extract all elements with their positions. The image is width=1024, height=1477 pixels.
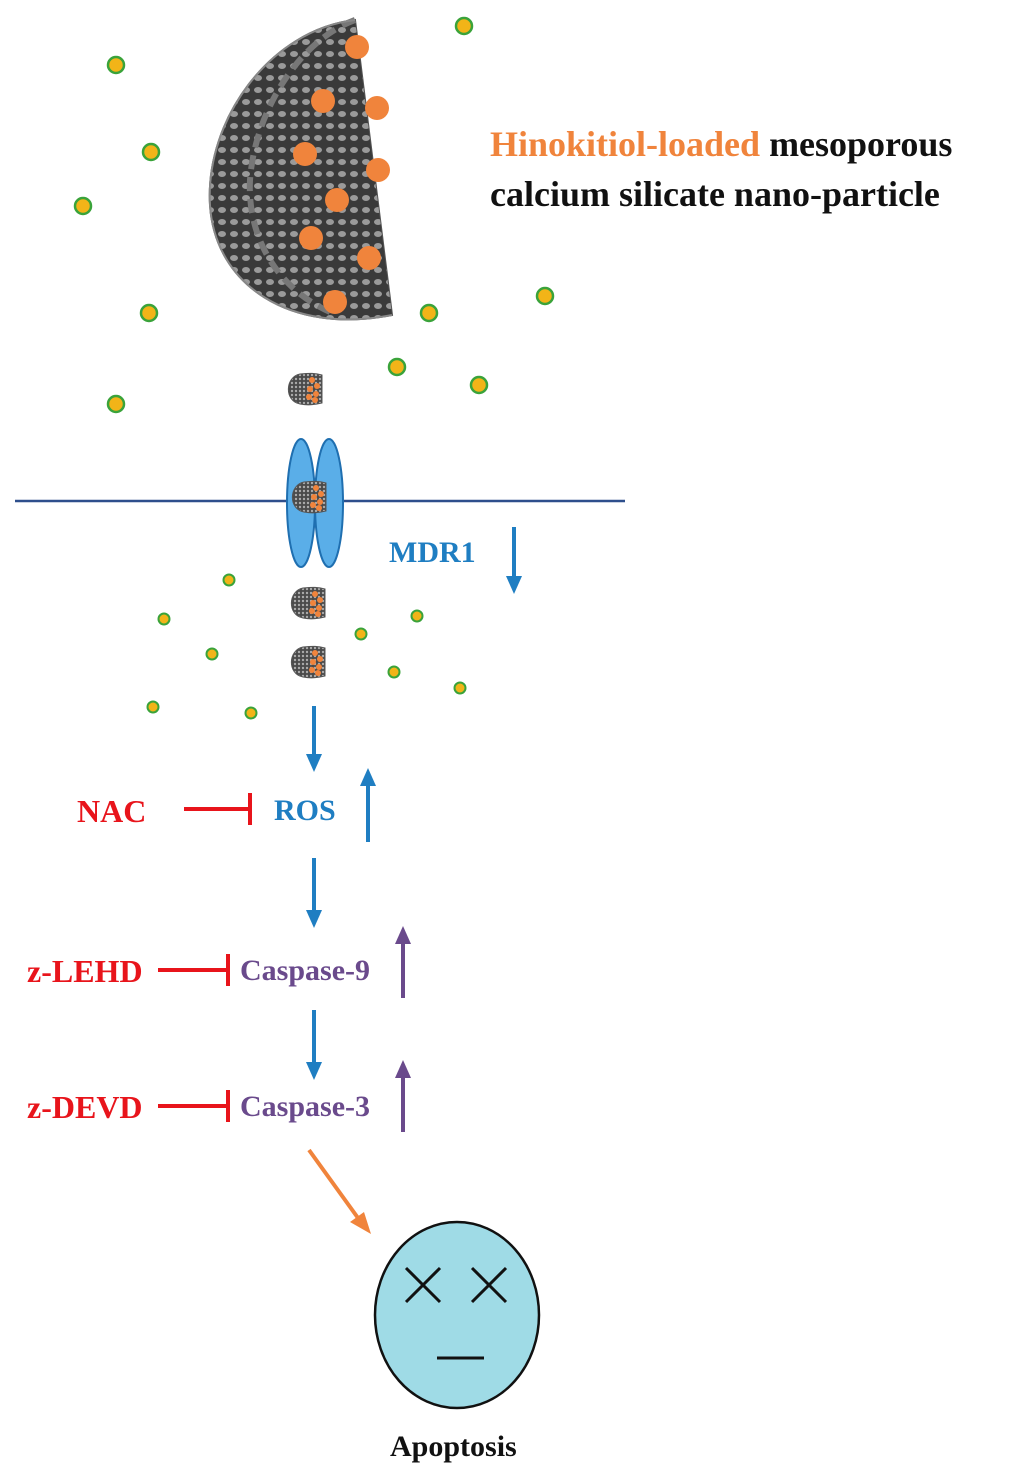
nac-inhibition-line xyxy=(184,793,252,825)
arrow-to-caspase3 xyxy=(306,1010,322,1080)
title-highlight: Hinokitiol-loaded xyxy=(490,124,761,164)
nanoparticle-small-in-channel xyxy=(291,480,327,514)
intracellular-hinokitiol-dots xyxy=(146,573,467,720)
z-lehd-inhibition-line xyxy=(158,954,230,986)
mdr1-down-arrow xyxy=(506,527,522,594)
caspase9-label: Caspase-9 xyxy=(240,954,371,987)
arrow-to-caspase9 xyxy=(306,858,322,928)
free-hinokitiol-dots xyxy=(73,16,555,414)
ros-up-arrow xyxy=(360,768,376,842)
mesoporous-sphere-icon xyxy=(208,17,394,321)
title-line-1: Hinokitiol-loaded mesoporous xyxy=(490,126,952,162)
dead-face-icon xyxy=(373,1220,541,1410)
z-devd-inhibition-line xyxy=(158,1090,230,1122)
apoptosis-label: Apoptosis xyxy=(390,1430,517,1463)
title-line1-rest: mesoporous xyxy=(760,124,953,164)
nanoparticle-small-inside-2 xyxy=(290,645,326,679)
nanoparticle-small-inside-1 xyxy=(290,586,326,620)
arrow-to-apoptosis xyxy=(307,1148,371,1234)
drug-loads xyxy=(293,35,390,314)
z-devd-label: z-DEVD xyxy=(27,1089,143,1125)
z-lehd-label: z-LEHD xyxy=(27,953,143,989)
mdr1-label: MDR1 xyxy=(389,536,476,569)
caspase3-label: Caspase-3 xyxy=(240,1090,371,1123)
nanoparticle-small-outside xyxy=(287,372,323,406)
caspase3-up-arrow xyxy=(395,1060,411,1132)
caspase9-up-arrow xyxy=(395,926,411,998)
ros-label: ROS xyxy=(274,794,336,827)
nac-label: NAC xyxy=(77,793,147,829)
arrow-to-ros xyxy=(306,706,322,772)
title-line-2: calcium silicate nano-particle xyxy=(490,174,940,214)
